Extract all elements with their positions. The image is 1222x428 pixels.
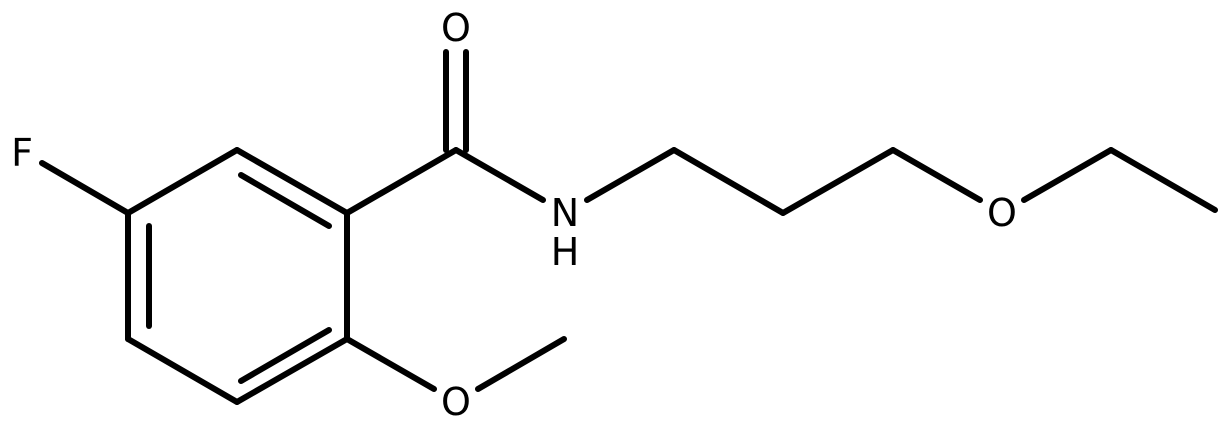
oxygen-ethyl-bond bbox=[1021, 147, 1114, 203]
carbonyl-nitrogen-bond bbox=[453, 147, 546, 203]
hydrogen-atom-label: H bbox=[551, 230, 580, 274]
ring-carbonyl-bond bbox=[344, 147, 459, 216]
fluorine-atom-label: F bbox=[11, 131, 33, 175]
ring-methoxy-oxygen-bond bbox=[344, 336, 437, 392]
chain-bond bbox=[671, 147, 786, 216]
ring-double-bond-inner bbox=[238, 327, 332, 384]
chain-oxygen-bond bbox=[890, 147, 983, 203]
c-f-bond bbox=[39, 160, 131, 216]
nitrogen-atom-label: N bbox=[551, 191, 579, 235]
ethyl-bond bbox=[1108, 147, 1218, 213]
ring-bond bbox=[125, 147, 240, 216]
ring-bond bbox=[234, 336, 350, 405]
methoxy-oxygen-label: O bbox=[441, 380, 471, 424]
ring-double-bond-inner bbox=[238, 172, 332, 229]
methoxy-methyl-bond bbox=[475, 336, 567, 392]
chain-bond bbox=[780, 147, 896, 216]
ring-bond bbox=[234, 147, 350, 216]
carbonyl-oxygen-label: O bbox=[441, 6, 471, 50]
benzene-ring bbox=[125, 147, 350, 405]
ring-bond bbox=[125, 336, 240, 405]
nitrogen-chain-bond bbox=[584, 147, 677, 203]
ether-oxygen-label: O bbox=[987, 191, 1017, 235]
